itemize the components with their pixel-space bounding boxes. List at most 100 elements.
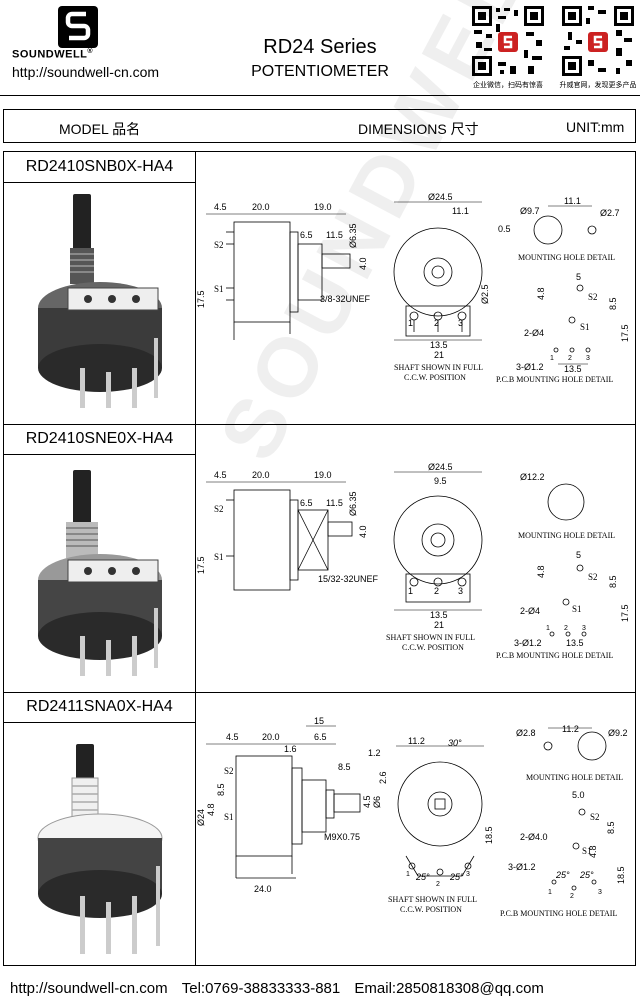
product-photo-3 <box>28 736 168 958</box>
svg-text:Ø6.35: Ø6.35 <box>348 223 358 248</box>
svg-text:3: 3 <box>582 625 586 632</box>
qr-code-right <box>560 4 636 83</box>
model-name-2: RD2410SNE0X-HA4 <box>25 430 174 447</box>
model-column-header: MODEL 品名 <box>59 121 141 137</box>
svg-text:8.5: 8.5 <box>606 821 616 834</box>
model-separator <box>4 454 195 455</box>
svg-text:1.6: 1.6 <box>284 744 297 754</box>
svg-text:C.C.W. POSITION: C.C.W. POSITION <box>402 643 464 652</box>
svg-text:3-Ø1.2: 3-Ø1.2 <box>508 862 536 872</box>
svg-text:S2: S2 <box>214 504 224 514</box>
footer-email[interactable]: Email:2850818308@qq.com <box>354 980 544 997</box>
svg-text:Ø24.5: Ø24.5 <box>428 192 453 202</box>
svg-text:S2: S2 <box>588 572 598 582</box>
svg-text:25°: 25° <box>579 870 594 880</box>
product-photo-2 <box>28 458 168 680</box>
qr-code-left <box>470 4 546 83</box>
svg-text:8.5: 8.5 <box>608 575 618 588</box>
svg-text:Ø24: Ø24 <box>196 809 206 826</box>
svg-text:SHAFT SHOWN IN FULL: SHAFT SHOWN IN FULL <box>386 633 475 642</box>
svg-text:2: 2 <box>568 355 572 362</box>
svg-text:S2: S2 <box>590 812 600 822</box>
svg-text:S2: S2 <box>588 292 598 302</box>
svg-text:4.5: 4.5 <box>214 202 227 212</box>
footer-url[interactable]: http://soundwell-cn.com <box>10 980 168 997</box>
svg-text:25°: 25° <box>449 872 464 882</box>
svg-text:Ø12.2: Ø12.2 <box>520 472 545 482</box>
svg-text:5.0: 5.0 <box>572 790 585 800</box>
svg-text:1: 1 <box>408 586 413 596</box>
svg-text:19.0: 19.0 <box>314 470 332 480</box>
svg-text:25°: 25° <box>555 870 570 880</box>
svg-text:17.5: 17.5 <box>196 556 206 574</box>
svg-text:4.5: 4.5 <box>226 732 239 742</box>
brand-name: SOUNDWELL® <box>12 48 94 61</box>
svg-text:P.C.B MOUNTING HOLE DETAIL: P.C.B MOUNTING HOLE DETAIL <box>496 375 613 384</box>
svg-text:18.5: 18.5 <box>484 826 494 844</box>
svg-text:19.0: 19.0 <box>314 202 332 212</box>
svg-text:Ø9.2: Ø9.2 <box>608 728 628 738</box>
svg-text:S2: S2 <box>214 240 224 250</box>
product-table: RD2410SNB0X-HA4 RD2410SNE0X-HA4 RD2411SN… <box>3 151 636 966</box>
svg-text:4.8: 4.8 <box>206 803 216 816</box>
qr-right-caption: 升威官网，发现更多产品 <box>559 82 637 89</box>
svg-text:4.8: 4.8 <box>536 565 546 578</box>
svg-text:4.8: 4.8 <box>536 287 546 300</box>
svg-text:25°: 25° <box>415 872 430 882</box>
svg-text:11.5: 11.5 <box>326 230 343 240</box>
svg-text:S2: S2 <box>224 766 234 776</box>
brand-logo <box>58 6 98 48</box>
svg-text:3-Ø1.2: 3-Ø1.2 <box>514 638 542 648</box>
svg-text:S1: S1 <box>572 604 582 614</box>
model-name-1: RD2410SNB0X-HA4 <box>25 158 174 175</box>
svg-text:4.8: 4.8 <box>588 845 598 858</box>
svg-text:17.5: 17.5 <box>196 290 206 308</box>
model-separator <box>4 722 195 723</box>
svg-text:M9X0.75: M9X0.75 <box>324 832 360 842</box>
product-photo-1 <box>28 188 168 410</box>
svg-text:6.5: 6.5 <box>300 230 313 240</box>
svg-text:5: 5 <box>576 550 581 560</box>
svg-text:MOUNTING HOLE DETAIL: MOUNTING HOLE DETAIL <box>518 531 615 540</box>
svg-text:3: 3 <box>586 355 590 362</box>
svg-text:Ø6.35: Ø6.35 <box>348 491 358 516</box>
svg-text:4.5: 4.5 <box>214 470 227 480</box>
svg-text:6.5: 6.5 <box>314 732 327 742</box>
svg-text:Ø9.7: Ø9.7 <box>520 206 540 216</box>
svg-text:17.5: 17.5 <box>620 324 630 342</box>
svg-text:S1: S1 <box>214 284 224 294</box>
svg-text:3: 3 <box>458 586 463 596</box>
svg-text:S1: S1 <box>580 322 590 332</box>
svg-text:1.2: 1.2 <box>368 748 381 758</box>
svg-text:21: 21 <box>434 350 444 360</box>
svg-text:4.5: 4.5 <box>362 795 372 808</box>
model-separator <box>4 182 195 183</box>
svg-text:2: 2 <box>436 881 440 888</box>
svg-text:MOUNTING HOLE DETAIL: MOUNTING HOLE DETAIL <box>526 773 623 782</box>
svg-text:SHAFT SHOWN IN FULL: SHAFT SHOWN IN FULL <box>388 895 477 904</box>
svg-text:9.5: 9.5 <box>434 476 447 486</box>
svg-text:13.5: 13.5 <box>564 364 582 374</box>
row-divider <box>4 424 635 425</box>
svg-text:C.C.W. POSITION: C.C.W. POSITION <box>404 373 466 382</box>
svg-text:S1: S1 <box>214 552 224 562</box>
brand-url[interactable]: http://soundwell-cn.com <box>12 64 160 80</box>
svg-text:1: 1 <box>548 889 552 896</box>
svg-text:21: 21 <box>434 620 444 630</box>
svg-text:13.5: 13.5 <box>430 340 448 350</box>
svg-text:2.6: 2.6 <box>378 771 388 784</box>
svg-text:1: 1 <box>550 355 554 362</box>
svg-text:2-Ø4.0: 2-Ø4.0 <box>520 832 548 842</box>
svg-text:2: 2 <box>434 586 439 596</box>
svg-text:2: 2 <box>570 893 574 900</box>
svg-text:11.1: 11.1 <box>452 206 469 216</box>
svg-text:15/32-32UNEF: 15/32-32UNEF <box>318 574 379 584</box>
svg-text:20.0: 20.0 <box>262 732 280 742</box>
svg-text:20.0: 20.0 <box>252 202 270 212</box>
svg-text:20.0: 20.0 <box>252 470 270 480</box>
svg-text:S1: S1 <box>224 812 234 822</box>
dimensions-column-header: DIMENSIONS 尺寸 <box>358 121 479 137</box>
svg-text:1: 1 <box>408 318 413 328</box>
svg-text:24.0: 24.0 <box>254 884 272 894</box>
svg-text:8.5: 8.5 <box>608 297 618 310</box>
